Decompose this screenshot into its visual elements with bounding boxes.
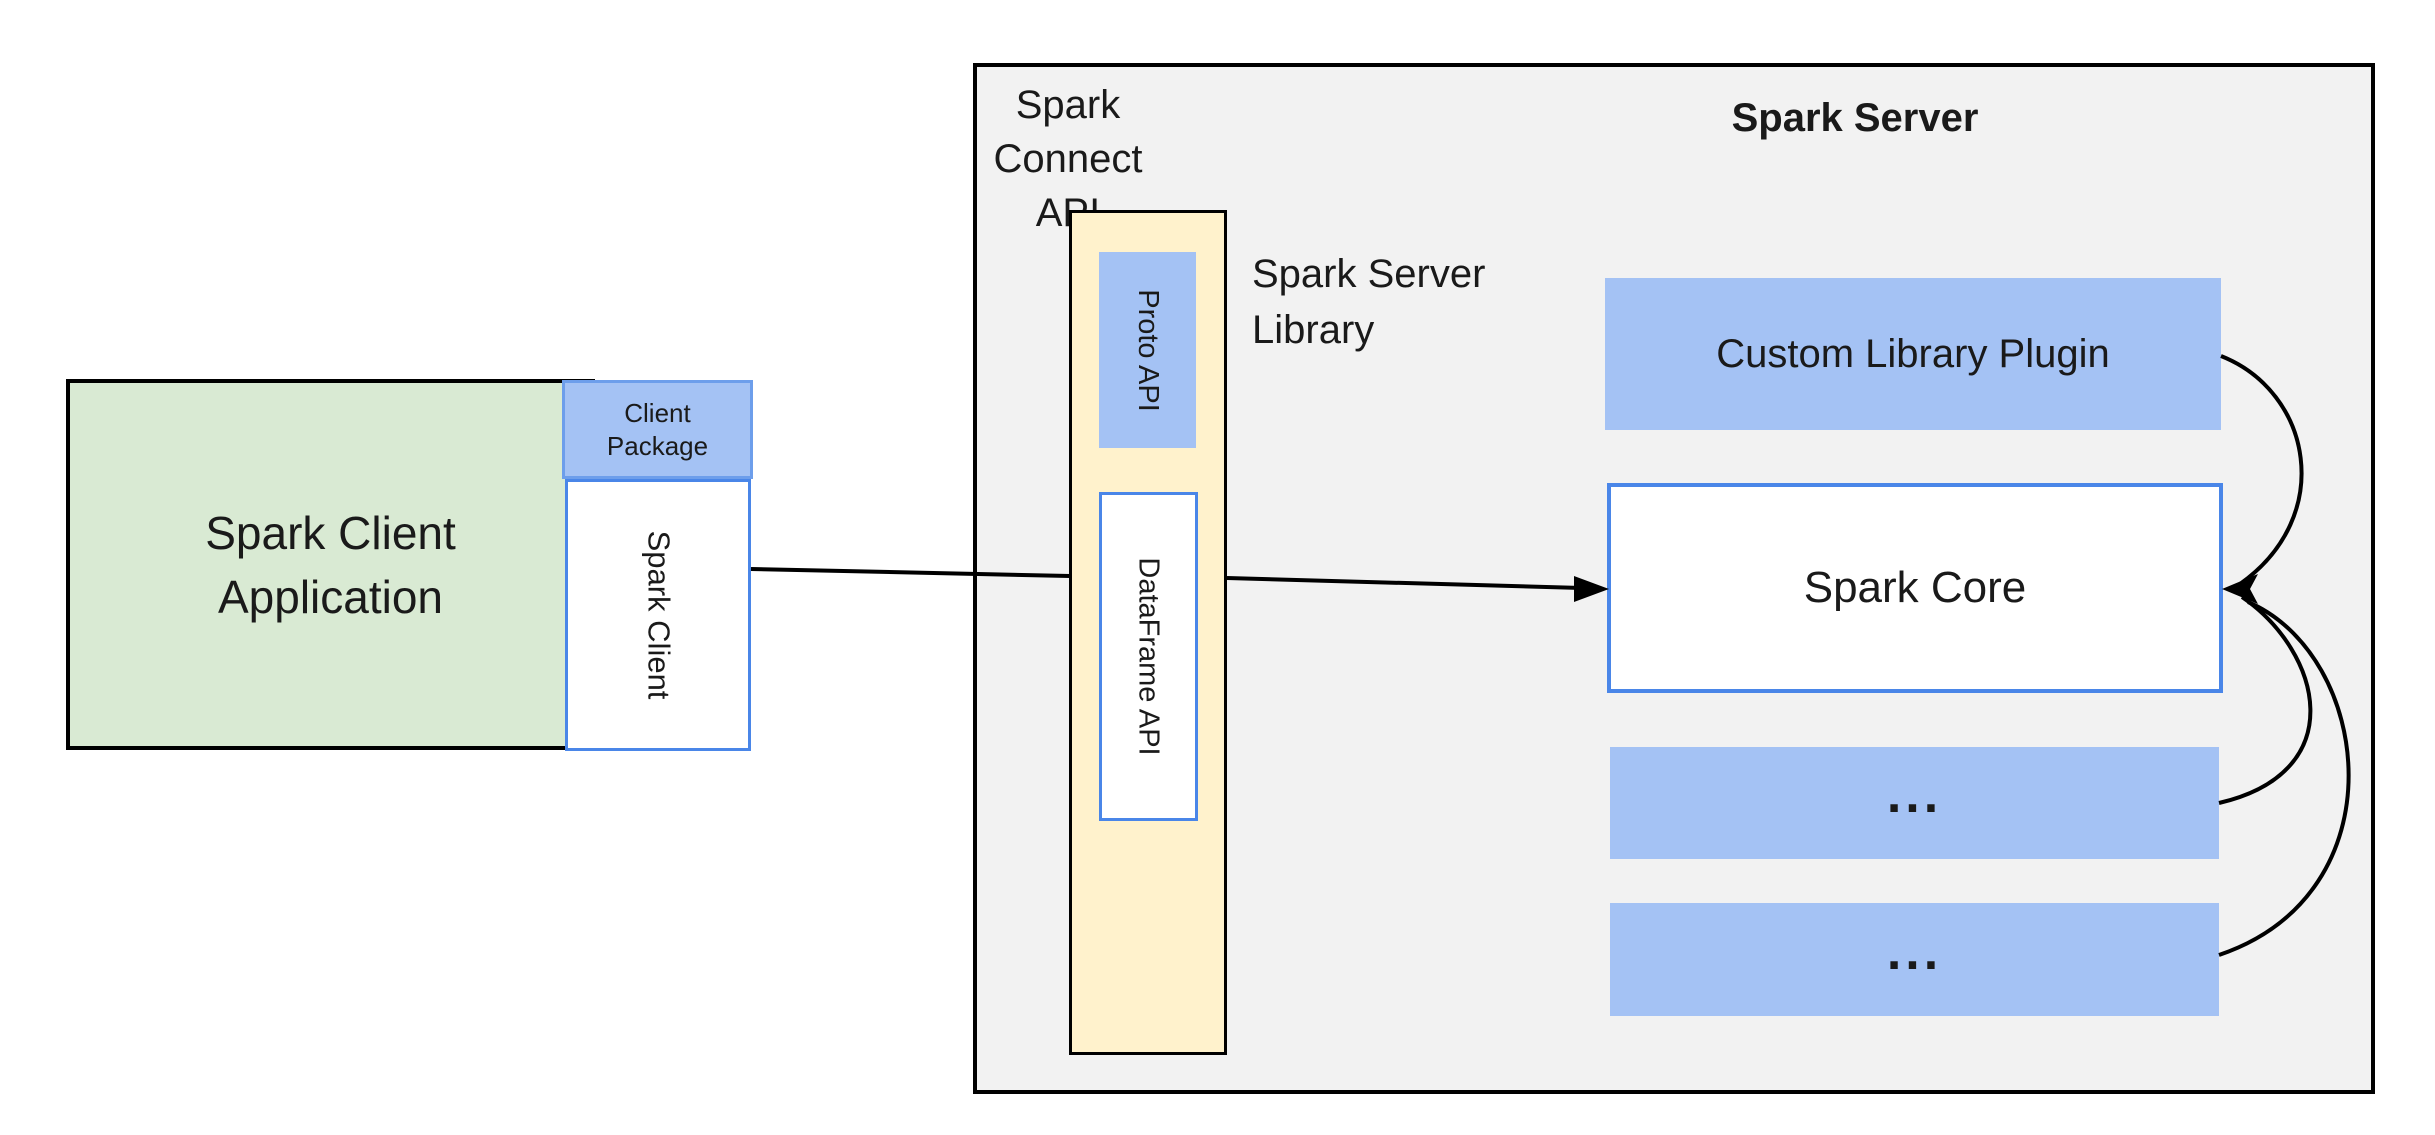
- dataframe-api-box: DataFrame API: [1099, 492, 1198, 821]
- spark-client-application-box: Spark Client Application: [66, 379, 595, 750]
- proto-api-label: Proto API: [1132, 288, 1165, 412]
- spark-server-library-label: Spark Server Library: [1252, 252, 1486, 352]
- spark-client-application-label: Spark Client Application: [205, 506, 456, 623]
- proto-api-box: Proto API: [1099, 252, 1196, 448]
- ellipsis-box-2: ...: [1610, 903, 2219, 1016]
- client-package-box: Client Package: [562, 380, 753, 479]
- ellipsis-box-1: ...: [1610, 747, 2219, 859]
- spark-core-label: Spark Core: [1803, 563, 2027, 612]
- spark-core-box: Spark Core: [1607, 483, 2223, 693]
- client-package-label: Client Package: [606, 397, 709, 461]
- custom-library-plugin-label: Custom Library Plugin: [1716, 331, 2110, 376]
- dataframe-api-label: DataFrame API: [1133, 557, 1165, 756]
- spark-server-title: Spark Server: [1731, 96, 1979, 140]
- custom-library-plugin-box: Custom Library Plugin: [1605, 278, 2221, 430]
- spark-client-box: Spark Client: [565, 479, 751, 751]
- spark-client-label: Spark Client: [640, 530, 676, 700]
